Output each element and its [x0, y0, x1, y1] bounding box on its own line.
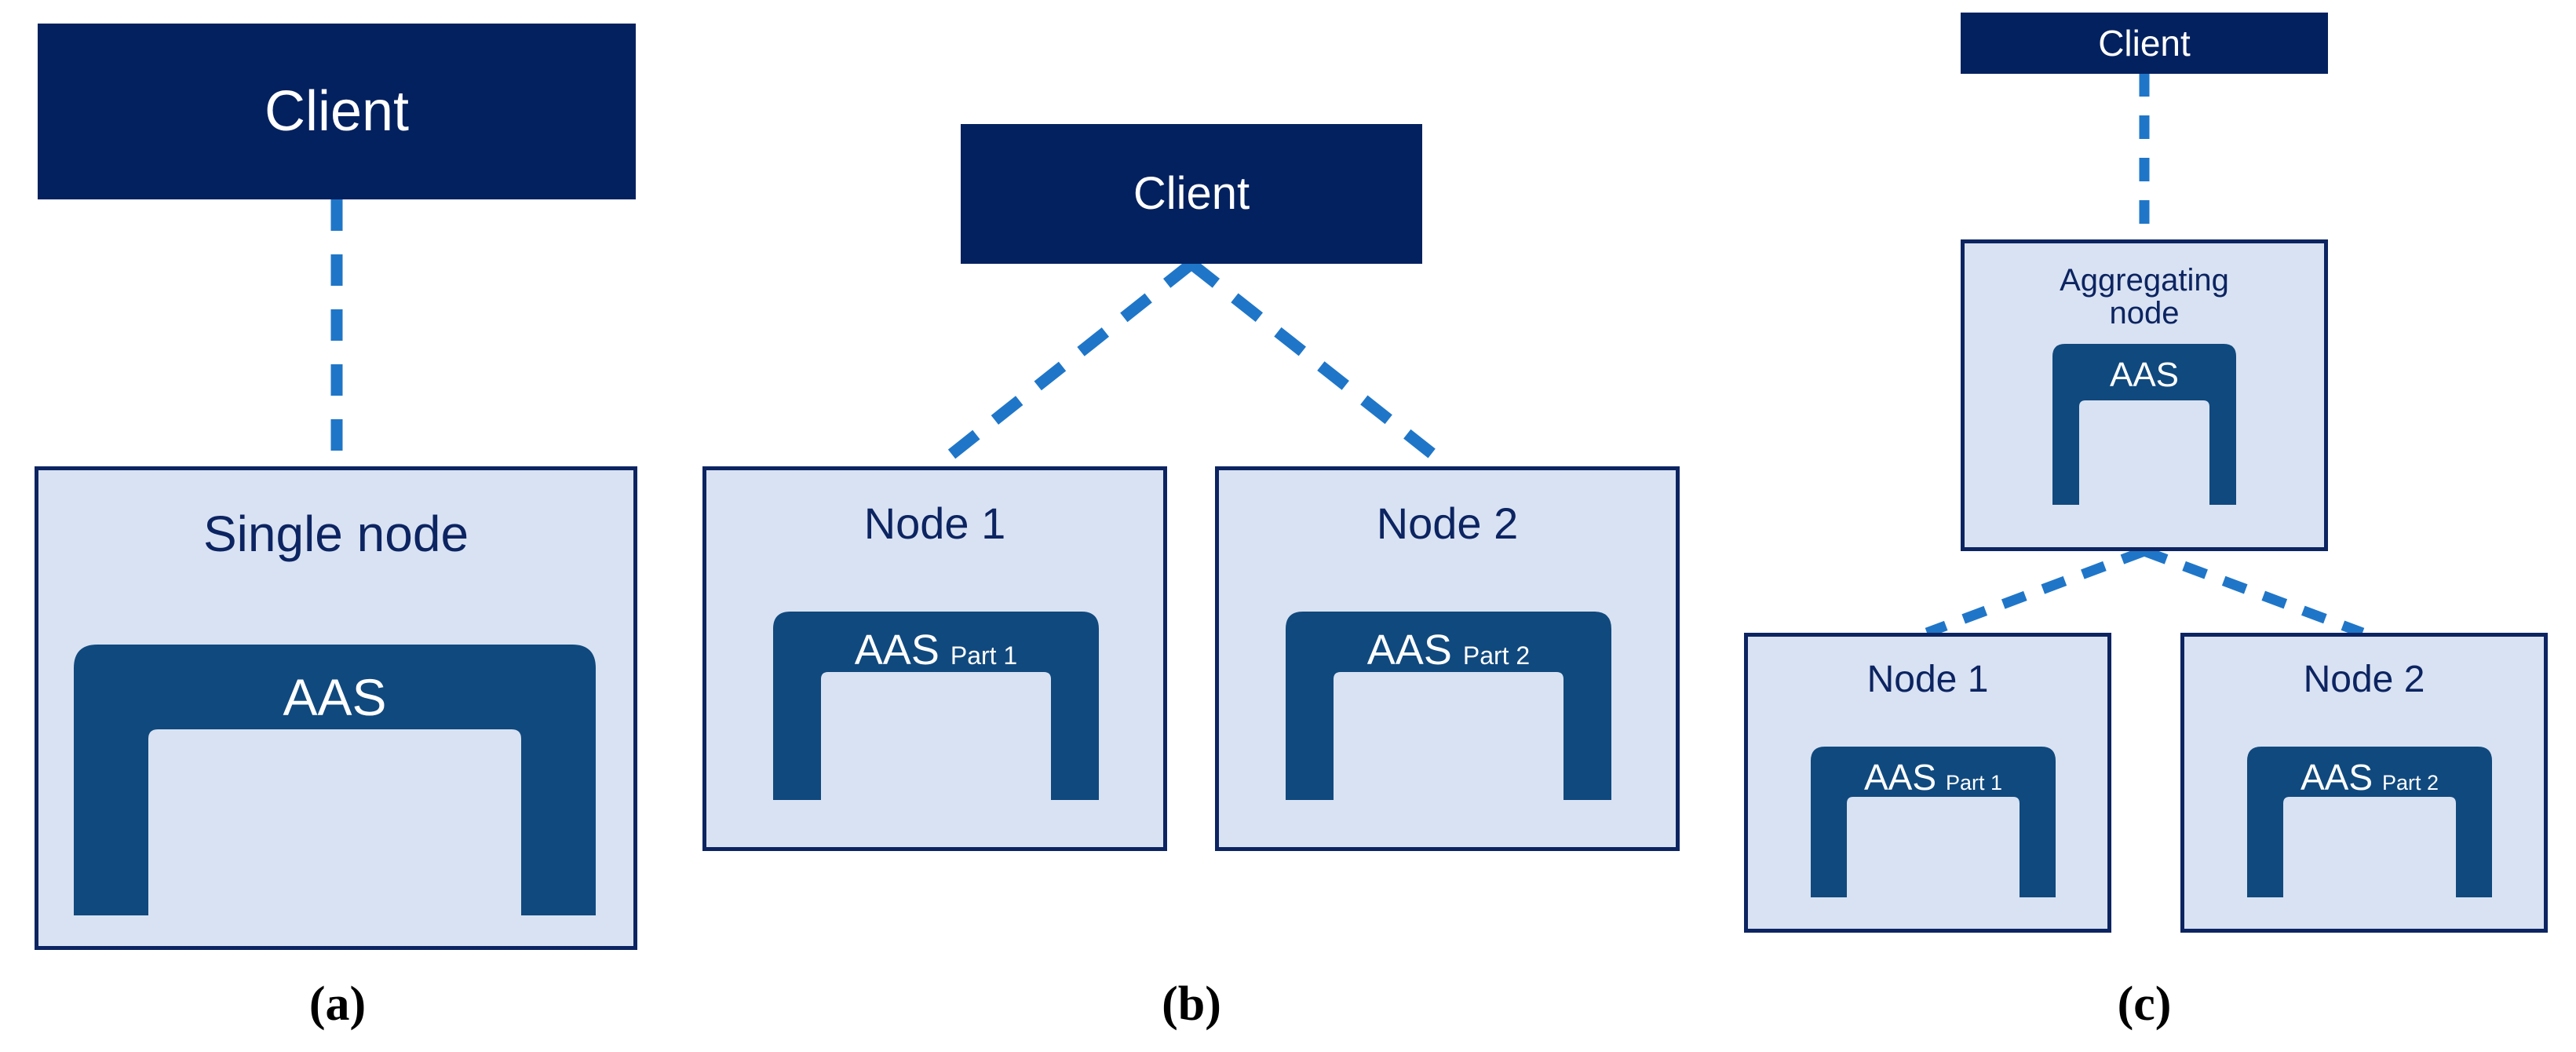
- panel-c-node-2-aas-main-text: AAS: [2300, 757, 2373, 798]
- panel-c-client-label: Client: [2098, 23, 2191, 64]
- panel-c-caption: (c): [2117, 977, 2172, 1031]
- panel-b-node-1-title: Node 1: [863, 499, 1006, 548]
- panel-b-node-2-aas-part-text: Part 2: [1462, 641, 1531, 670]
- panel-c-aggregating-node-title: Aggregating node: [2060, 263, 2229, 331]
- panel-a-aas-shape[interactable]: AAS: [74, 645, 596, 915]
- aas-arch-icon: [74, 645, 596, 915]
- panel-c-node-2-aas-shape[interactable]: AAS Part 2: [2247, 747, 2492, 897]
- aas-arch-icon: [2247, 747, 2492, 897]
- connector-b-client-to-node-1: [932, 259, 1195, 471]
- panel-c-node-2-aas-label: AAS Part 2: [2247, 759, 2492, 795]
- panel-a-caption: (a): [308, 977, 367, 1031]
- panel-c-node-1-box[interactable]: Node 1 AAS Part 1: [1744, 633, 2111, 933]
- panel-b-caption: (b): [1162, 977, 1221, 1031]
- panel-a-aas-main-text: AAS: [283, 668, 387, 726]
- panel-c-node-1-aas-label: AAS Part 1: [1811, 759, 2056, 795]
- panel-a-single-node-title: Single node: [203, 506, 469, 562]
- panel-c-aggregating-aas-main-text: AAS: [2109, 356, 2180, 394]
- panel-c-node-2-box[interactable]: Node 2 AAS Part 2: [2180, 633, 2548, 933]
- aas-arch-icon: [773, 612, 1099, 800]
- panel-c-aggregating-aas-label: AAS: [2052, 358, 2236, 393]
- panel-a-aas-label: AAS: [74, 671, 596, 723]
- panel-b-node-2-aas-main-text: AAS: [1366, 626, 1452, 674]
- panel-b-node-2-aas-shape[interactable]: AAS Part 2: [1286, 612, 1611, 800]
- connector-c-aggregating-to-node-1: [1925, 546, 2147, 638]
- panel-a-client-label: Client: [264, 80, 410, 143]
- panel-b-client-label: Client: [1133, 168, 1250, 219]
- panel-c-node-1-title: Node 1: [1866, 659, 1989, 700]
- panel-b-node-2-aas-label: AAS Part 2: [1286, 629, 1611, 671]
- panel-b-client-box[interactable]: Client: [961, 124, 1422, 264]
- panel-c-aggregating-node-box[interactable]: Aggregating node AAS: [1961, 239, 2328, 551]
- connector-c-aggregating-to-node-2: [2142, 546, 2365, 638]
- panel-c-node-1-aas-shape[interactable]: AAS Part 1: [1811, 747, 2056, 897]
- panel-a-single-node-box[interactable]: Single node AAS: [35, 466, 637, 950]
- panel-b-node-2-box[interactable]: Node 2 AAS Part 2: [1215, 466, 1680, 851]
- panel-c-node-1-aas-main-text: AAS: [1863, 757, 1936, 798]
- panel-a-client-box[interactable]: Client: [38, 24, 636, 199]
- aas-arch-icon: [1286, 612, 1611, 800]
- panel-c-node-2-title: Node 2: [2303, 659, 2425, 700]
- panel-c-aggregating-aas-shape[interactable]: AAS: [2052, 344, 2236, 505]
- panel-b-node-1-aas-shape[interactable]: AAS Part 1: [773, 612, 1099, 800]
- aas-arch-icon: [1811, 747, 2056, 897]
- panel-b-node-1-aas-label: AAS Part 1: [773, 629, 1099, 671]
- panel-b-node-1-box[interactable]: Node 1 AAS Part 1: [702, 466, 1167, 851]
- panel-b-node-2-title: Node 2: [1376, 499, 1519, 548]
- panel-b-node-1-aas-part-text: Part 1: [950, 641, 1018, 670]
- connector-b-client-to-node-2: [1188, 259, 1452, 471]
- panel-b-node-1-aas-main-text: AAS: [854, 626, 940, 674]
- aas-arch-icon: [2052, 344, 2236, 505]
- panel-c-node-1-aas-part-text: Part 1: [1946, 771, 2003, 794]
- panel-c-client-box[interactable]: Client: [1961, 13, 2328, 74]
- panel-c-node-2-aas-part-text: Part 2: [2382, 771, 2439, 794]
